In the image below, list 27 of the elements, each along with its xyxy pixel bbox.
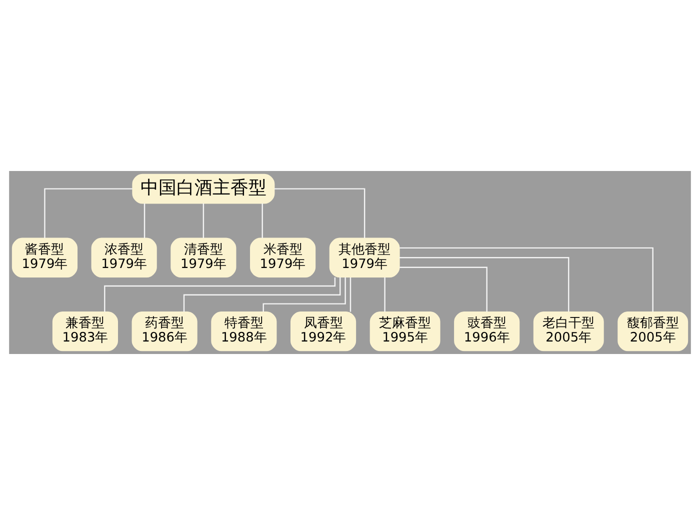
connector xyxy=(350,277,352,312)
node-box: 米香型 1979年 xyxy=(250,238,316,278)
node-box: 酱香型 1979年 xyxy=(12,238,78,278)
connector xyxy=(274,188,366,238)
node-box: 清香型 1979年 xyxy=(170,238,236,278)
connector xyxy=(384,277,386,312)
node-box: 兼香型 1983年 xyxy=(52,312,118,352)
connector xyxy=(44,188,132,238)
connector xyxy=(262,203,263,238)
node-box: 老白干型 2005年 xyxy=(533,312,604,352)
connector xyxy=(400,247,654,312)
node-box: 中国白酒主香型 xyxy=(132,174,275,204)
node-box: 特香型 1988年 xyxy=(211,312,277,352)
connector xyxy=(399,257,570,312)
connector xyxy=(400,266,488,312)
node-box: 药香型 1986年 xyxy=(132,312,198,352)
node-box: 豉香型 1996年 xyxy=(454,312,520,352)
connector xyxy=(104,277,336,312)
connector xyxy=(262,277,346,312)
node-box: 馥郁香型 2005年 xyxy=(618,312,688,352)
node-box: 芝麻香型 1995年 xyxy=(370,312,440,352)
node-box: 浓香型 1979年 xyxy=(91,238,157,278)
connector xyxy=(202,203,204,238)
connector xyxy=(183,277,341,312)
node-box: 凤香型 1992年 xyxy=(290,312,356,352)
connector xyxy=(144,203,146,238)
node-box: 其他香型 1979年 xyxy=(329,238,400,278)
